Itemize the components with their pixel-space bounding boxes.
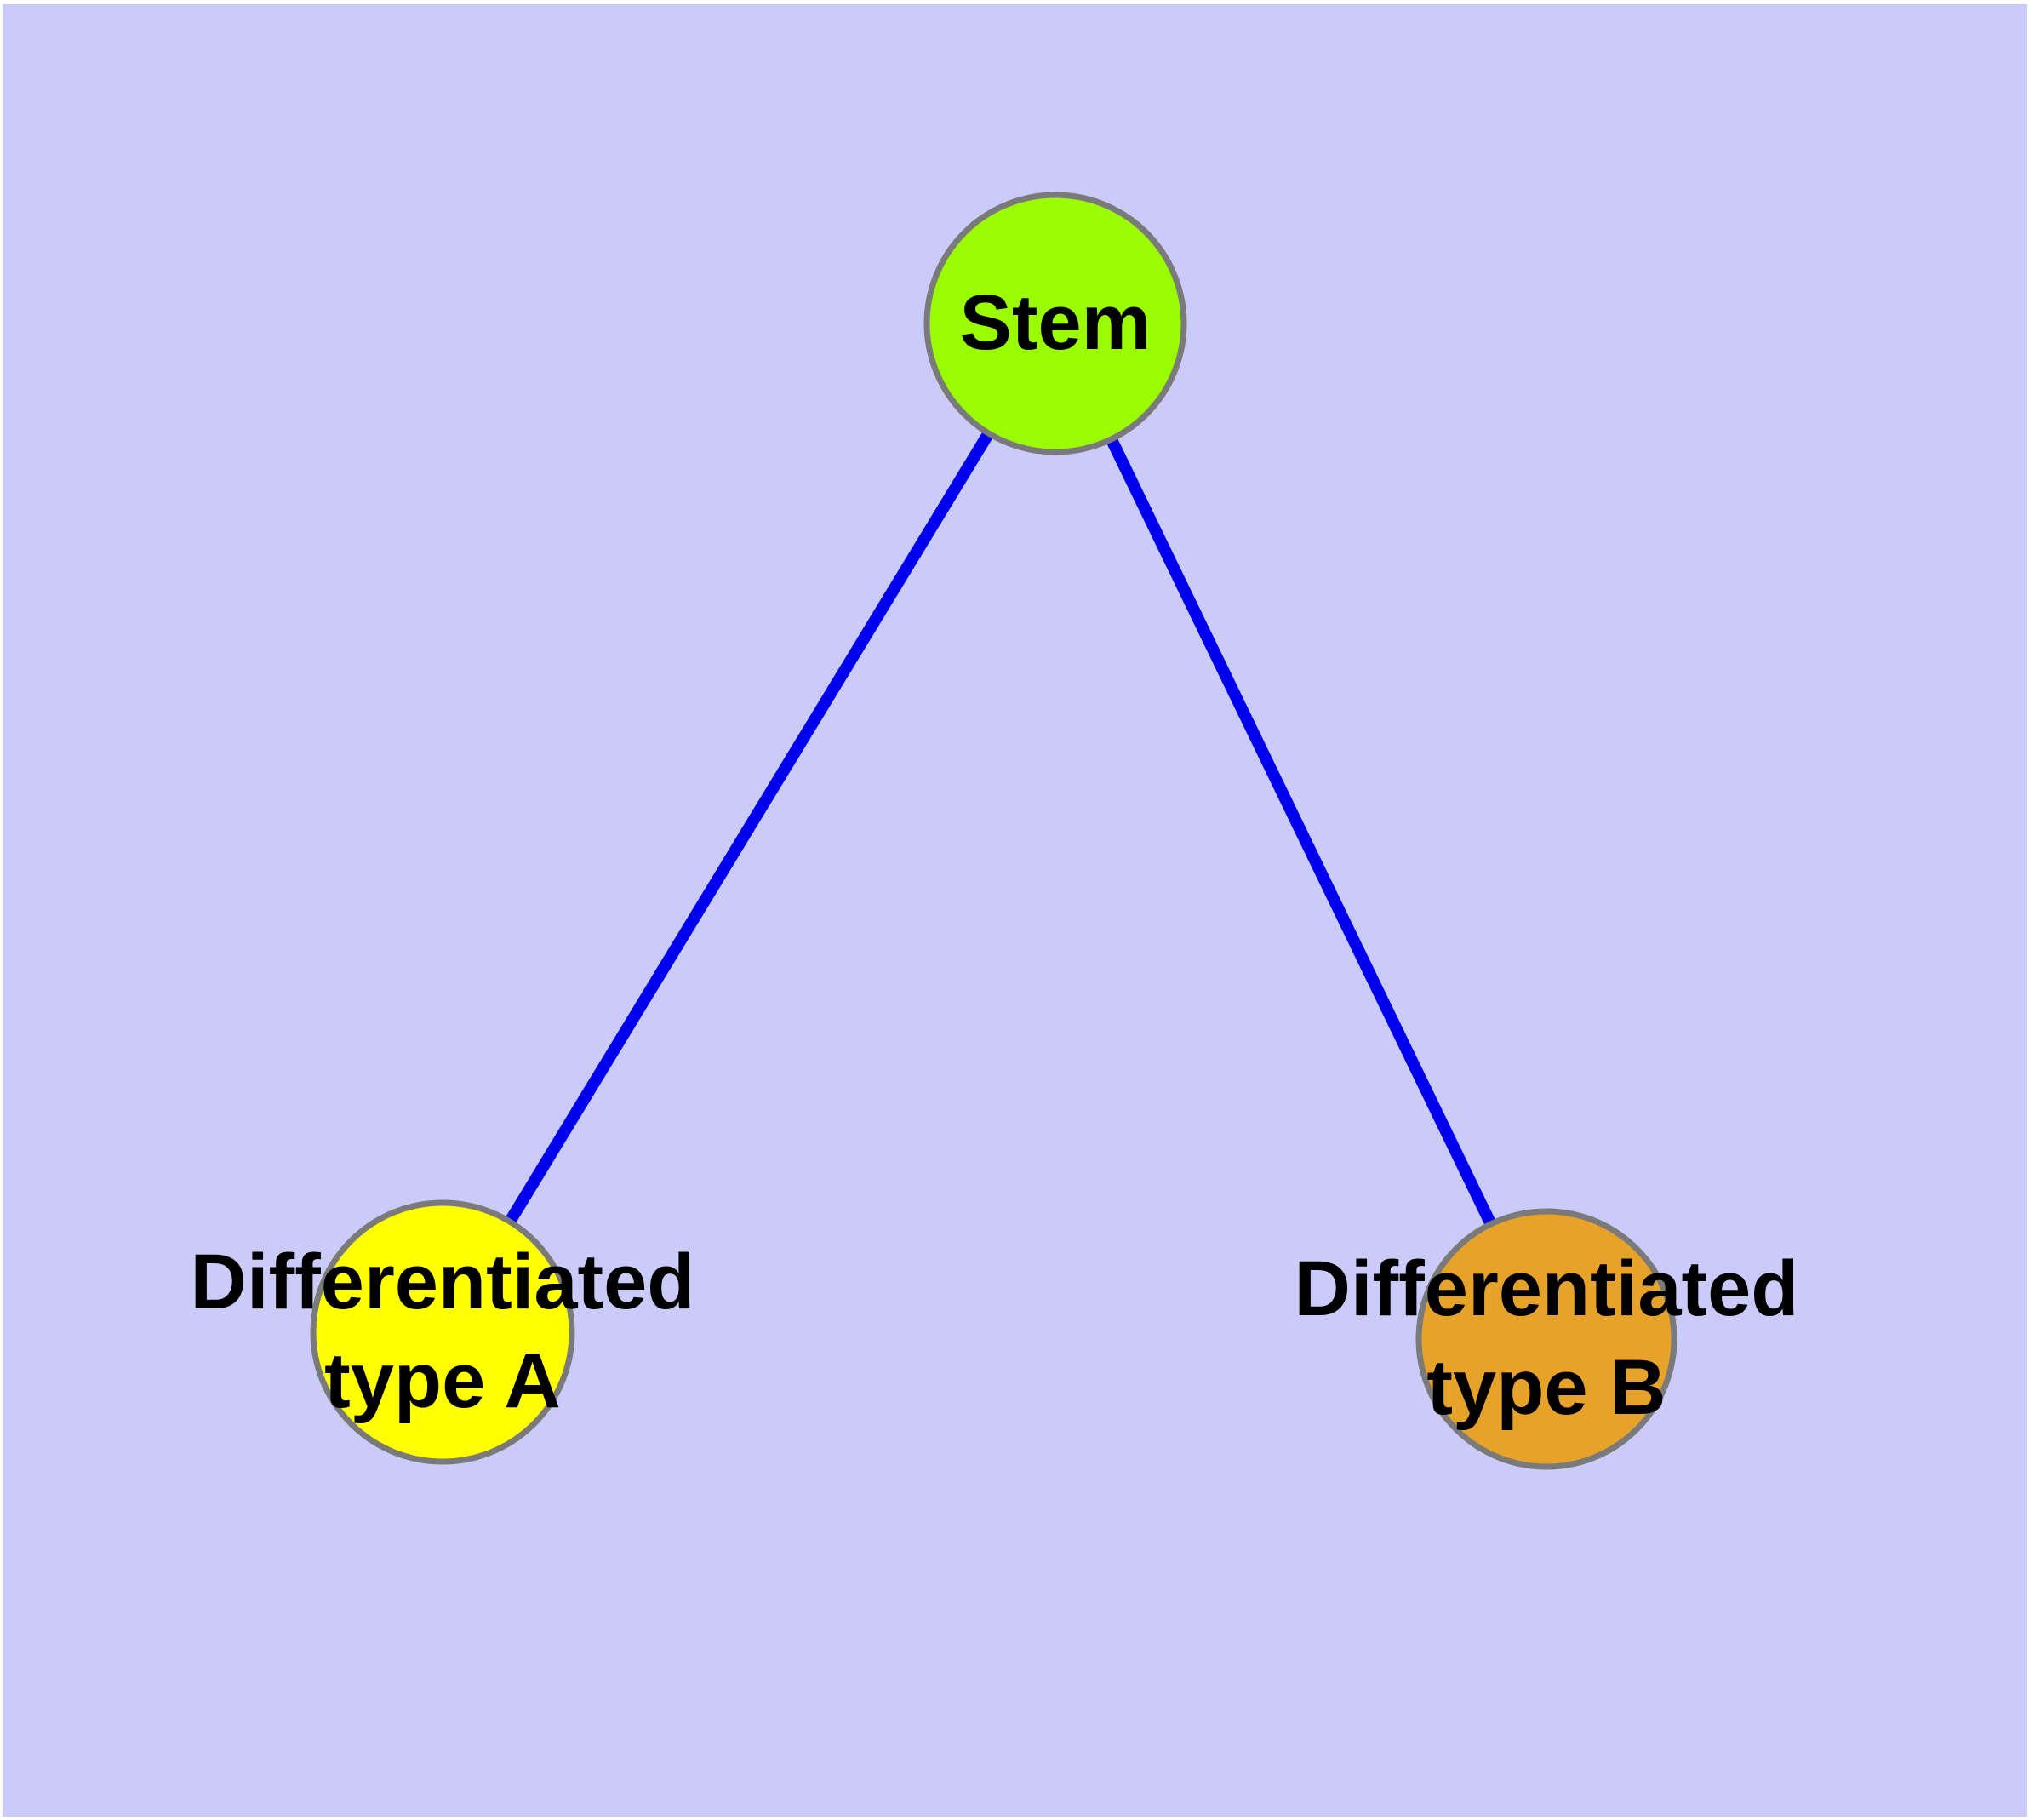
node-stem	[923, 192, 1187, 455]
node-differentiated-type-b	[1415, 1208, 1677, 1470]
edge-stem-differentiated-type-b	[1049, 320, 1552, 1342]
edge-stem-differentiated-type-a	[437, 320, 1060, 1336]
nodes-layer	[310, 192, 1677, 1470]
node-differentiated-type-a	[310, 1199, 575, 1465]
edges-layer	[437, 320, 1552, 1342]
